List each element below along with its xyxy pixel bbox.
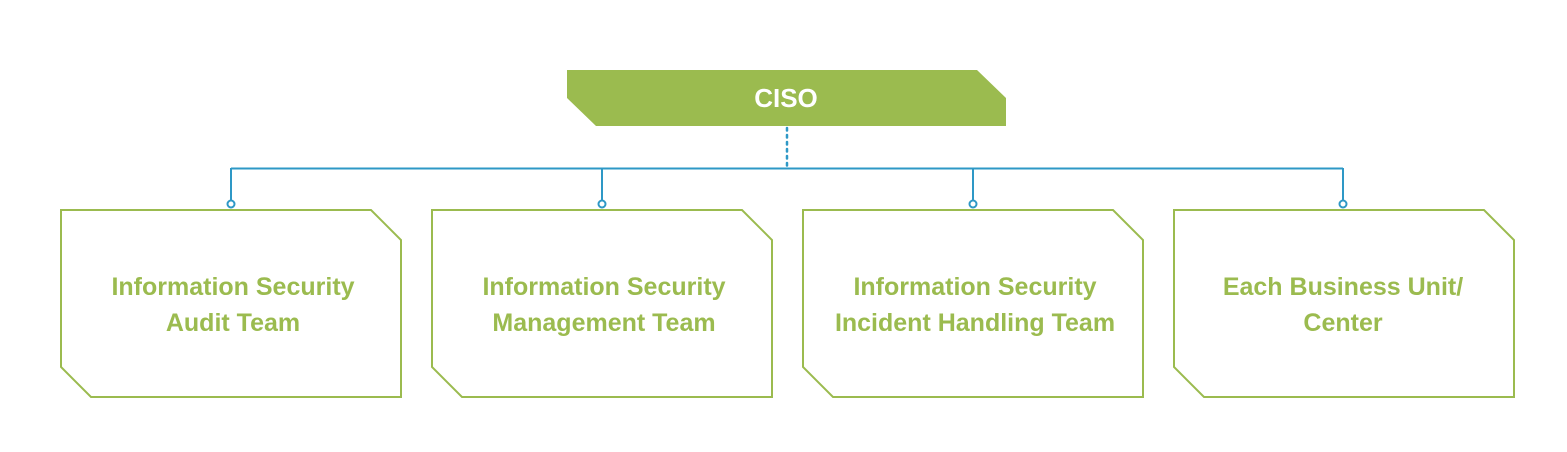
connector-dot-4	[1338, 199, 1348, 209]
connector-dot-2	[597, 199, 607, 209]
team-node-label-line2: Management Team	[492, 309, 715, 337]
team-node-label-line1: Information Security	[111, 273, 354, 301]
team-node-shape	[802, 209, 1144, 398]
connector-dot-3	[968, 199, 978, 209]
team-node-incident-handling: Information Security Incident Handling T…	[802, 209, 1144, 398]
team-node-label-line1: Each Business Unit/	[1223, 273, 1463, 301]
team-node-business-unit: Each Business Unit/ Center	[1173, 209, 1515, 398]
team-node-label-line1: Information Security	[482, 273, 725, 301]
team-node-shape	[431, 209, 773, 398]
team-node-shape	[60, 209, 402, 398]
team-node-audit: Information Security Audit Team	[60, 209, 402, 398]
root-node-ciso: CISO	[567, 70, 1006, 126]
team-node-label-line2: Audit Team	[166, 309, 300, 337]
root-node-label: CISO	[754, 83, 818, 113]
connector-dot-1	[226, 199, 236, 209]
team-node-shape	[1173, 209, 1515, 398]
root-node-shape	[567, 70, 1006, 126]
team-node-label-line1: Information Security	[853, 273, 1096, 301]
team-node-label-line2: Center	[1303, 309, 1382, 337]
team-node-label-line2: Incident Handling Team	[835, 309, 1115, 337]
connector-lines	[226, 126, 1348, 209]
team-node-management: Information Security Management Team	[431, 209, 773, 398]
